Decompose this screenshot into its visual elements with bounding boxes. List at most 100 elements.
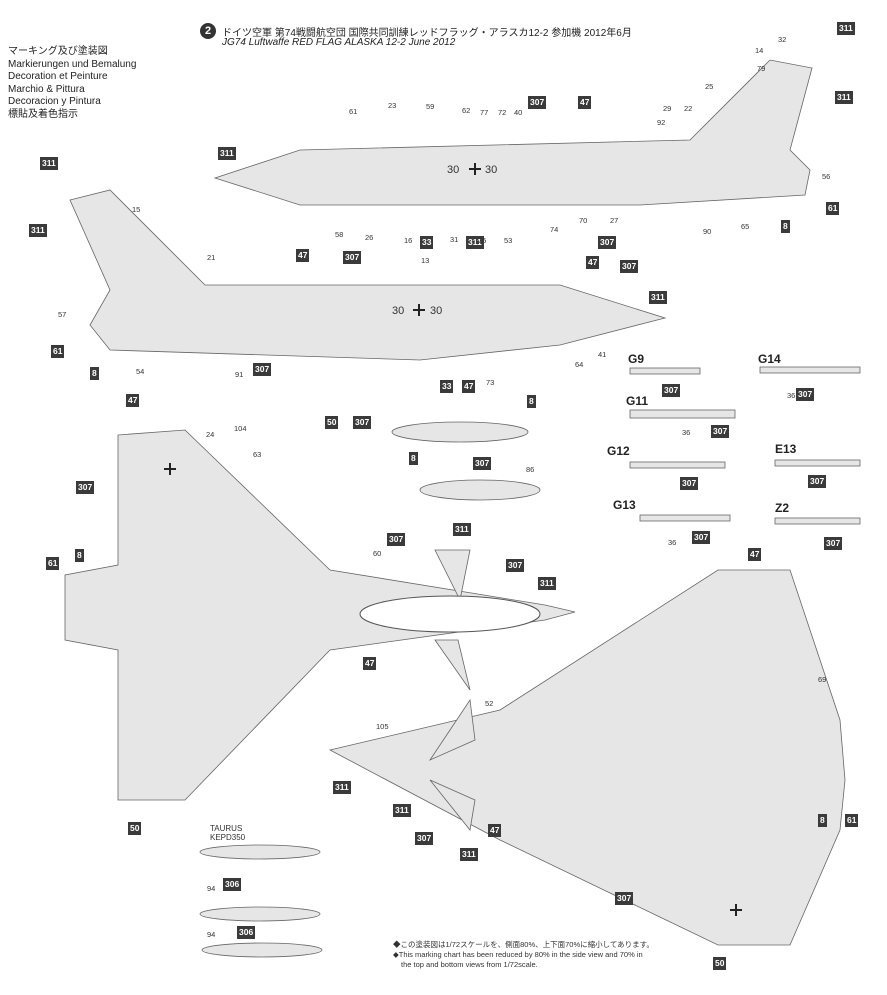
- callout-number: 91: [235, 370, 244, 379]
- callout-number: 41: [598, 350, 607, 359]
- store-g14: [759, 366, 861, 374]
- callout-number: 59: [426, 102, 435, 111]
- color-badge: 307: [692, 531, 711, 544]
- color-badge: 307: [824, 537, 843, 550]
- store-label-g11: G11: [626, 394, 649, 408]
- taurus-2: [199, 906, 321, 922]
- color-badge: 311: [649, 291, 667, 304]
- color-badge: 307: [253, 363, 272, 376]
- color-badge: 8: [781, 220, 790, 233]
- weapon-sub: KEPD350: [210, 833, 246, 842]
- lang-zh: 標貼及着色指示: [8, 108, 78, 120]
- color-badge: 61: [826, 202, 840, 215]
- side-view-left: [69, 189, 667, 361]
- store-label-g9: G9: [628, 352, 645, 366]
- store-g9: [629, 367, 701, 375]
- color-badge: 306: [223, 878, 242, 891]
- weapon-name: TAURUS: [210, 824, 243, 833]
- color-badge: 47: [126, 394, 140, 407]
- color-badge: 311: [460, 848, 478, 861]
- callout-number: 94: [207, 930, 216, 939]
- color-badge: 47: [586, 256, 600, 269]
- color-badge: 8: [527, 395, 536, 408]
- fin-bottom2: [429, 779, 476, 831]
- color-badge: 47: [488, 824, 502, 837]
- callout-number: 36: [682, 428, 691, 437]
- store-label-g13: G13: [613, 498, 636, 512]
- color-badge: 311: [453, 523, 471, 536]
- callout-number: 13: [421, 256, 430, 265]
- callout-number: 36: [668, 538, 677, 547]
- tank-2: [419, 479, 541, 501]
- color-badge: 307: [415, 832, 434, 845]
- store-e13: [774, 459, 861, 467]
- callout-number: 61: [349, 107, 358, 116]
- color-badge: 307: [506, 559, 525, 572]
- callout-number: 53: [504, 236, 513, 245]
- step-number: 2: [200, 23, 216, 39]
- color-badge: 33: [440, 380, 454, 393]
- callout-number: 21: [207, 253, 216, 262]
- color-badge: 307: [598, 236, 617, 249]
- color-badge: 306: [237, 926, 256, 939]
- color-badge: 311: [393, 804, 411, 817]
- lang-es: Decoracion y Pintura: [8, 96, 101, 107]
- title-japanese: ドイツ空軍 第74戦闘航空団 国際共同訓練レッドフラッグ・アラスカ12-2 参加…: [222, 28, 632, 39]
- title-english: JG74 Luftwaffe RED FLAG ALASKA 12-2 June…: [222, 37, 456, 48]
- color-badge: 61: [51, 345, 65, 358]
- callout-number: 72: [498, 108, 507, 117]
- callout-number: 86: [526, 465, 535, 474]
- callout-number: 40: [514, 108, 523, 117]
- callout-number: 79: [757, 64, 766, 73]
- tank-1: [391, 421, 529, 443]
- taurus-3: [201, 942, 323, 958]
- fuselage-code-right: 30: [447, 164, 460, 176]
- callout-number: 29: [663, 104, 672, 113]
- color-badge: 307: [711, 425, 730, 438]
- callout-number: 36: [787, 391, 796, 400]
- color-badge: 8: [75, 549, 84, 562]
- callout-number: 60: [373, 549, 382, 558]
- callout-number: 94: [207, 884, 216, 893]
- store-g13: [639, 514, 731, 522]
- canopy: [359, 595, 541, 633]
- fuselage-code-left: 30: [392, 305, 405, 317]
- color-badge: 311: [333, 781, 351, 794]
- lang-jp: マーキング及び塗装図: [8, 46, 108, 57]
- callout-number: 92: [657, 118, 666, 127]
- callout-number: 75: [478, 236, 487, 245]
- color-badge: 307: [796, 388, 815, 401]
- taurus-1: [199, 844, 321, 860]
- color-badge: 47: [578, 96, 592, 109]
- color-badge: 307: [473, 457, 492, 470]
- callout-number: 90: [703, 227, 712, 236]
- color-badge: 307: [680, 477, 699, 490]
- callout-number: 23: [388, 101, 397, 110]
- color-badge: 47: [748, 548, 762, 561]
- callout-number: 74: [550, 225, 559, 234]
- store-z2: [774, 517, 861, 525]
- store-label-g14: G14: [758, 352, 781, 366]
- callout-number: 77: [480, 108, 489, 117]
- callout-number: 62: [462, 106, 471, 115]
- callout-number: 57: [58, 310, 67, 319]
- color-badge: 307: [808, 475, 827, 488]
- store-label-z2: Z2: [775, 501, 790, 515]
- callout-number: 24: [206, 430, 215, 439]
- callout-number: 58: [335, 230, 344, 239]
- color-badge: 8: [90, 367, 99, 380]
- callout-number: 70: [579, 216, 588, 225]
- color-badge: 50: [713, 957, 727, 970]
- callout-number: 65: [741, 222, 750, 231]
- callout-number: 63: [253, 450, 262, 459]
- color-badge: 47: [363, 657, 377, 670]
- callout-number: 16: [404, 236, 413, 245]
- fuselage-code-left-2: 30: [430, 305, 443, 317]
- top-view: [64, 429, 576, 801]
- callout-number: 73: [486, 378, 495, 387]
- canard-top: [434, 549, 471, 602]
- callout-number: 69: [818, 675, 827, 684]
- lang-it: Marchio & Pittura: [8, 83, 85, 95]
- store-g12: [629, 461, 726, 469]
